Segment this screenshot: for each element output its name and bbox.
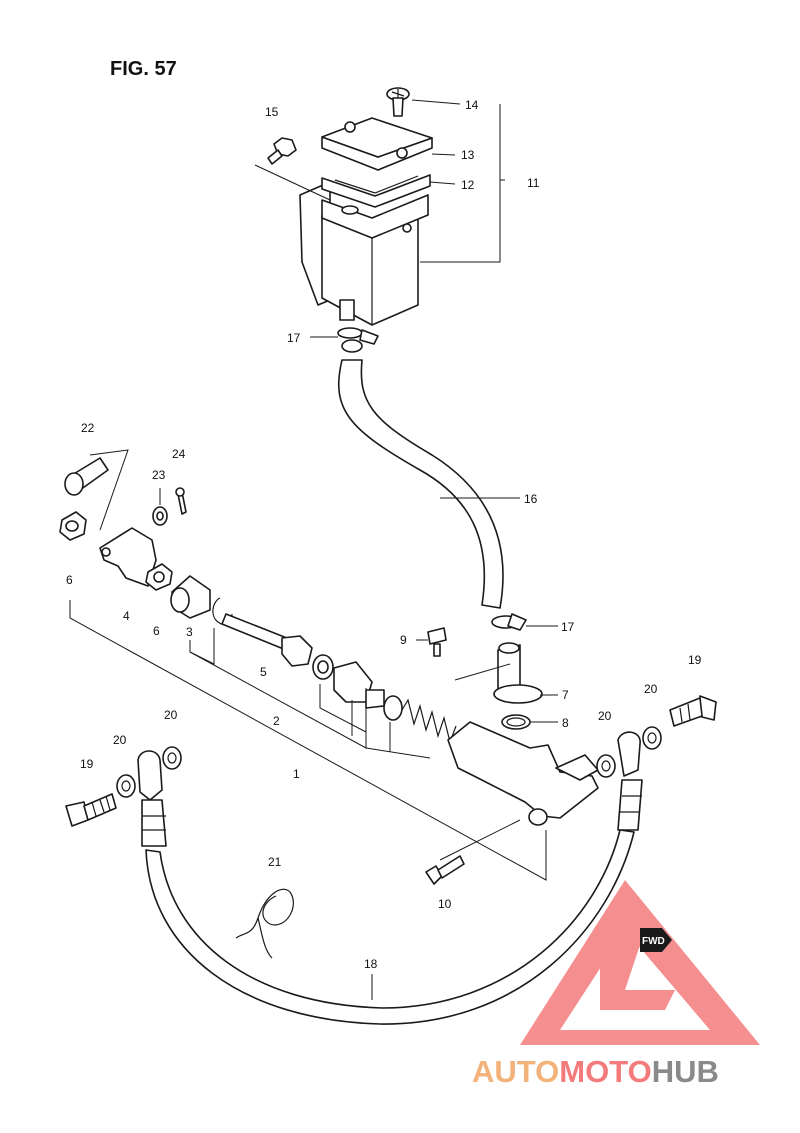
- callout-23: 23: [152, 468, 166, 482]
- callout-20-d: 20: [644, 682, 658, 696]
- callout-10: 10: [438, 897, 452, 911]
- watermark-text-hub: HUB: [652, 1054, 719, 1089]
- callout-17-top: 17: [287, 331, 301, 345]
- pushrod-clevis-parts: [59, 449, 187, 591]
- callout-13: 13: [461, 148, 475, 162]
- fwd-badge: FWD: [640, 928, 672, 952]
- callout-11: 11: [527, 176, 540, 190]
- callout-3: 3: [186, 625, 193, 639]
- callout-24: 24: [172, 447, 186, 461]
- callout-18: 18: [364, 957, 378, 971]
- callout-8: 8: [562, 716, 569, 730]
- callout-22: 22: [81, 421, 95, 435]
- watermark-triangle-icon: [520, 880, 760, 1045]
- fwd-arrow-icon: [640, 928, 672, 952]
- screw-14: [386, 87, 410, 117]
- reservoir-outlet: [339, 299, 355, 321]
- callout-20-b: 20: [164, 708, 178, 722]
- callout-9: 9: [400, 633, 407, 647]
- callout-16: 16: [524, 492, 538, 506]
- watermark-text: AUTOMOTOHUB: [472, 1054, 719, 1089]
- callout-1: 1: [293, 767, 300, 781]
- hose-18-assembly: [65, 695, 717, 1025]
- callout-20-a: 20: [113, 733, 127, 747]
- hose-clip-21: [235, 888, 294, 959]
- master-cylinder-internals: [69, 575, 599, 885]
- callout-4: 4: [123, 609, 130, 623]
- fwd-label: FWD: [642, 936, 665, 947]
- callout-6-right: 6: [153, 624, 160, 638]
- callout-19-right: 19: [688, 653, 702, 667]
- callout-14: 14: [465, 98, 479, 112]
- callout-17-bottom: 17: [561, 620, 575, 634]
- master-cylinder-body: [447, 721, 599, 819]
- figure-title: FIG. 57: [110, 58, 177, 80]
- callout-2: 2: [273, 714, 280, 728]
- watermark-text-auto: AUTO: [472, 1054, 559, 1089]
- callout-19-left: 19: [80, 757, 94, 771]
- reservoir-diaphragm: [321, 174, 431, 208]
- callout-labels: 1 2 3 4 5 6 6 7 8 9 10 11 12 13 14 15 16…: [66, 98, 702, 971]
- watermark-logo: [520, 880, 760, 1045]
- reservoir-assembly: [254, 87, 505, 326]
- bolt-15: [267, 137, 297, 165]
- callout-12: 12: [461, 178, 475, 192]
- reservoir-rim: [321, 194, 429, 239]
- clevis-4: [99, 527, 157, 587]
- hose-16: [337, 359, 504, 609]
- callout-20-c: 20: [598, 709, 612, 723]
- callout-21: 21: [268, 855, 282, 869]
- watermark-text-moto: MOTO: [559, 1054, 651, 1089]
- reservoir-hose-assembly: [310, 327, 558, 631]
- callout-15: 15: [265, 105, 279, 119]
- callout-7: 7: [562, 688, 569, 702]
- hose-18: [145, 829, 635, 1025]
- callout-6-left: 6: [66, 573, 73, 587]
- callout-5: 5: [260, 665, 267, 679]
